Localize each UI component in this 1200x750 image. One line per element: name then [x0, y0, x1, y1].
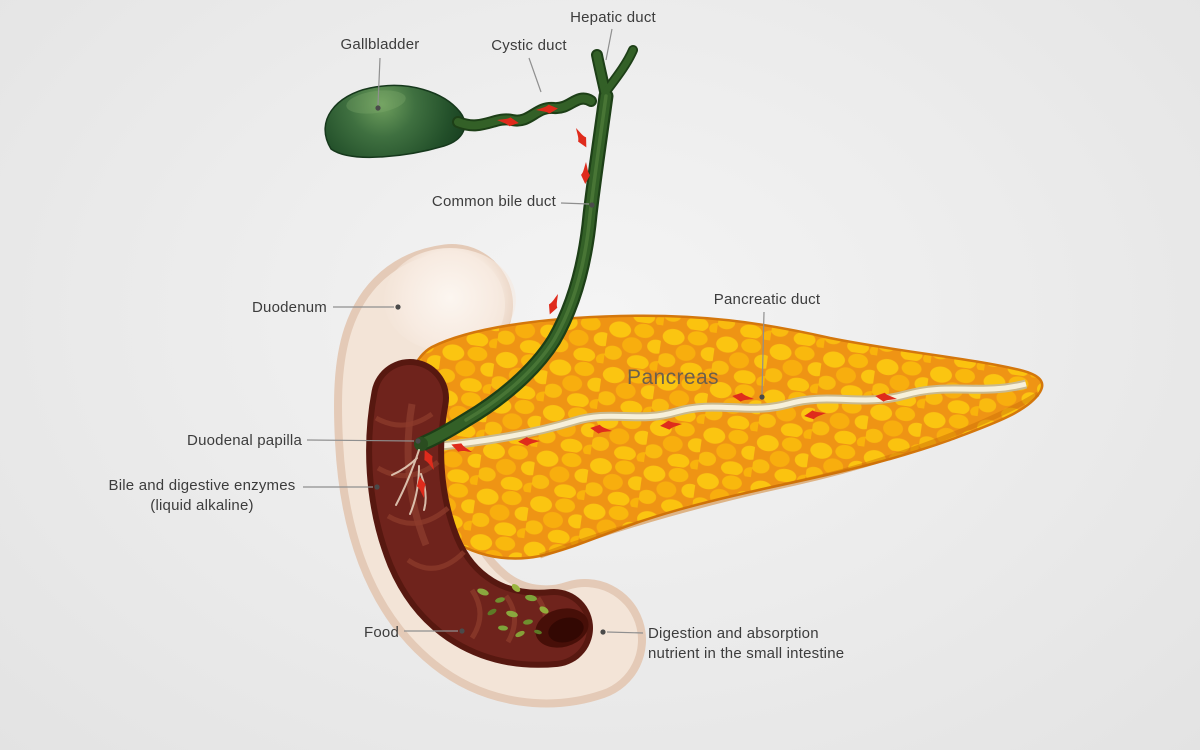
dot-pancreatic-duct [759, 394, 765, 400]
food-particles [477, 584, 549, 638]
pancreas-lower-edge-shadow [539, 391, 1040, 559]
dot-food [459, 628, 465, 634]
leader-dots [374, 105, 765, 635]
leader-gallbladder [377, 57, 381, 106]
duodenal-bulb [384, 248, 516, 352]
leader-cystic-duct [528, 57, 542, 93]
leader-duodenal-papilla [306, 439, 415, 442]
leader-common-bile-duct [560, 202, 590, 205]
gallbladder-organ [324, 84, 466, 158]
dot-duodenal-papilla [415, 438, 421, 444]
leader-lines [303, 28, 765, 634]
leader-digestion [606, 631, 644, 634]
duodenal-papilla-shape [414, 437, 428, 451]
pancreatic-duct [429, 379, 1028, 452]
leader-pancreatic-duct [761, 311, 765, 395]
dot-digestion [600, 629, 606, 635]
gallbladder-highlight [346, 90, 406, 114]
leader-hepatic-duct [605, 28, 613, 61]
dot-common-bile-duct [589, 202, 595, 208]
dot-bile-enzymes [374, 484, 380, 490]
bile-enzyme-spray [391, 449, 427, 515]
dot-duodenum [395, 304, 401, 310]
pancreas-organ [401, 314, 1044, 560]
dot-gallbladder [375, 105, 381, 111]
bile-ducts [414, 45, 638, 451]
